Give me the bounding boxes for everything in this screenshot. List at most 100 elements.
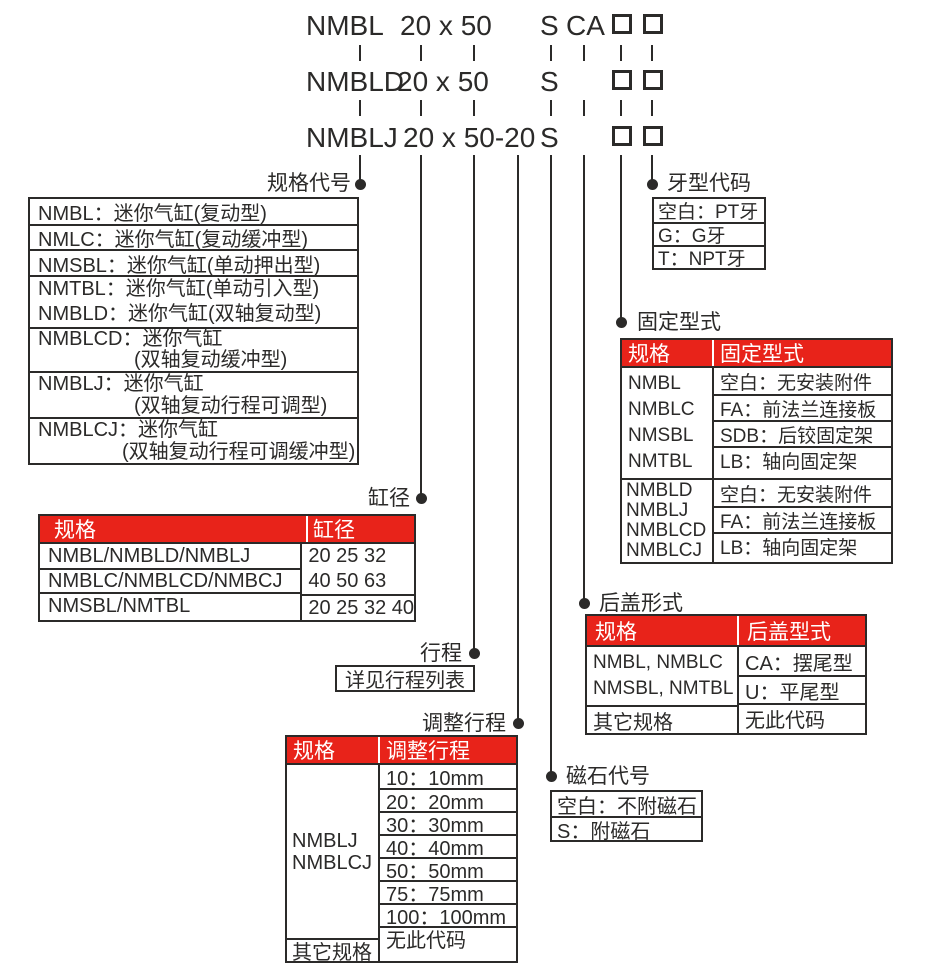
adjust-stroke-table: 规格 调整行程 NMBLJ NMBLCJ 其它规格 10：10mm 20：20m…	[285, 735, 518, 964]
table-cell: S：附磁石	[552, 816, 701, 843]
section-label-bore: 缸径	[368, 487, 410, 510]
table-header-row: 规格 固定型式	[622, 340, 891, 366]
table-cell: 50：50mm	[380, 857, 516, 883]
rear-cover-code: CA	[566, 10, 605, 41]
table-cell: SDB：后铰固定架	[714, 420, 891, 447]
table-header-cell: 后盖型式	[737, 616, 865, 645]
connector-line	[517, 155, 519, 720]
table-cell: CA：摆尾型	[745, 652, 853, 675]
section-label-adjust-stroke: 调整行程	[422, 712, 506, 735]
connector-dash	[550, 100, 552, 116]
table-cell: FA：前法兰连接板	[714, 506, 891, 533]
table-cell: NMBLCJ：迷你气缸 (双轴复动行程可调缓冲型)	[30, 417, 357, 463]
table-cell: 空白：不附磁石	[557, 795, 697, 818]
table-cell: 30：30mm	[380, 811, 516, 837]
table-header-cell: 规格	[293, 740, 335, 763]
section-label-magnet: 磁石代号	[566, 765, 650, 788]
table-cell: U：平尾型	[739, 675, 865, 704]
magnet-code: S	[540, 122, 559, 153]
table-cell: LB：轴向固定架	[714, 446, 891, 473]
spec-code-table: NMBL：迷你气缸(复动型) NMLC：迷你气缸(复动缓冲型) NMSBL：迷你…	[28, 197, 359, 465]
option-box	[612, 70, 632, 90]
table-cell: NMLC：迷你气缸(复动缓冲型)	[30, 224, 357, 251]
magnet-code: S	[540, 66, 559, 97]
option-box	[612, 126, 632, 146]
connector-dot	[647, 179, 658, 190]
table-cell: 10：10mm	[386, 768, 484, 790]
table-cell: NMSBL：迷你气缸(单动押出型)	[30, 249, 357, 277]
connector-dash	[473, 45, 475, 61]
connector-dash	[550, 45, 552, 61]
connector-dot	[416, 493, 427, 504]
connector-dash	[473, 100, 475, 116]
table-cell: 20：20mm	[380, 788, 516, 814]
model-size: 20 x 50-20	[403, 122, 536, 153]
connector-dash	[583, 45, 585, 61]
model-code: NMBLD	[306, 66, 405, 97]
table-cell: NMBL：迷你气缸(复动型)	[38, 203, 267, 225]
connector-dash	[359, 45, 361, 61]
bore-table: 规格 缸径 NMBL/NMBLD/NMBLJ NMBLC/NMBLCD/NMBC…	[38, 514, 416, 622]
table-cell: 空白：无安装附件	[720, 484, 873, 506]
connector-dot	[355, 179, 366, 190]
table-cell: FA：前法兰连接板	[714, 394, 891, 421]
connector-line	[550, 155, 552, 773]
magnet-code: S	[540, 10, 559, 41]
model-row: NMBL 20 x 50 S CA	[0, 11, 930, 41]
connector-dash	[583, 100, 585, 116]
table-cell: T：NPT牙	[654, 245, 764, 270]
table-cell: 空白：无安装附件	[720, 372, 873, 394]
table-cell: NMBL NMBLC NMSBL NMTBL	[628, 373, 695, 472]
section-label-rear-cover: 后盖形式	[599, 592, 683, 615]
connector-dash	[620, 45, 622, 61]
table-header-cell: 调整行程	[378, 737, 516, 763]
connector-dash	[651, 45, 653, 61]
mounting-table: 规格 固定型式 NMBL NMBLC NMSBL NMTBL 空白：无安装附件 …	[620, 338, 893, 564]
table-cell: 无此代码	[380, 926, 516, 952]
table-cell: NMBLC/NMBLCD/NMBCJ	[40, 568, 301, 592]
table-header-cell: 规格	[595, 620, 637, 644]
table-cell: 无此代码	[739, 703, 865, 732]
table-header-cell: 规格	[54, 519, 96, 542]
table-cell: G：G牙	[654, 222, 764, 247]
connector-dot	[546, 771, 557, 782]
connector-dot	[469, 648, 480, 659]
option-box	[612, 14, 632, 34]
thread-table: 空白：PT牙 G：G牙 T：NPT牙	[652, 197, 766, 270]
section-label-mounting: 固定型式	[637, 311, 721, 334]
table-cell: 75：75mm	[380, 880, 516, 906]
model-size: 20 x 50	[400, 10, 492, 41]
option-box	[643, 14, 663, 34]
model-size: 20 x 50	[397, 66, 489, 97]
table-cell: 空白：PT牙	[658, 202, 759, 223]
table-cell: NMTBL：迷你气缸(单动引入型) NMBLD：迷你气缸(双轴复动型)	[30, 275, 357, 327]
connector-line	[420, 155, 422, 495]
table-cell: 100：100mm	[380, 903, 516, 929]
table-cell: LB：轴向固定架	[714, 532, 891, 559]
connector-dash	[420, 100, 422, 116]
table-header-row: 规格 后盖型式	[587, 616, 865, 645]
magnet-table: 空白：不附磁石 S：附磁石	[550, 790, 703, 843]
connector-line	[620, 155, 622, 319]
table-header-row: 规格 调整行程	[287, 737, 516, 763]
option-box	[643, 126, 663, 146]
connector-line	[359, 155, 361, 180]
connector-line	[583, 155, 585, 601]
section-label-stroke: 行程	[420, 642, 462, 665]
table-cell: NMBLCD：迷你气缸 (双轴复动缓冲型)	[30, 327, 357, 371]
connector-dash	[420, 45, 422, 61]
connector-dot	[513, 718, 524, 729]
connector-dash	[651, 100, 653, 116]
table-cell: 40：40mm	[380, 834, 516, 860]
connector-dot	[616, 317, 627, 328]
section-label-spec-code: 规格代号	[267, 172, 351, 195]
connector-dash	[359, 100, 361, 116]
table-cell: 20 25 32 40 50 63	[308, 545, 387, 592]
model-row: NMBLJ 20 x 50-20 S	[0, 123, 930, 153]
rear-cover-table: 规格 后盖型式 NMBL, NMBLC NMSBL, NMTBL 其它规格 CA…	[585, 614, 867, 735]
table-header-row: 规格 缸径	[40, 516, 414, 542]
model-code: NMBLJ	[306, 122, 398, 153]
table-cell: NMBLJ：迷你气缸 (双轴复动行程可调型)	[30, 371, 357, 417]
model-code: NMBL	[306, 10, 384, 41]
